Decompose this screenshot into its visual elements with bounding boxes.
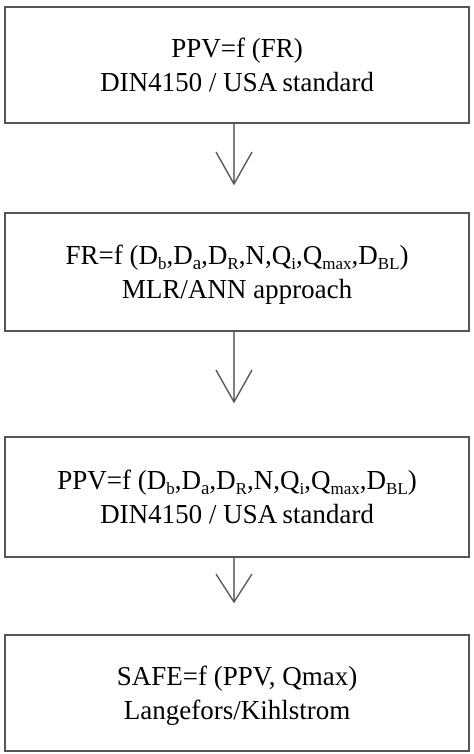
formula-part: ,N,Q [238, 240, 292, 270]
box-formula: FR=f (Db,Da,DR,N,Qi,Qmax,DBL) [65, 238, 409, 274]
process-box-fr-model: FR=f (Db,Da,DR,N,Qi,Qmax,DBL) MLR/ANN ap… [4, 212, 470, 332]
formula-subscript: i [291, 254, 296, 273]
down-arrow-icon [214, 330, 254, 436]
box-method: MLR/ANN approach [121, 274, 353, 304]
process-box-ppv-model: PPV=f (Db,Da,DR,N,Qi,Qmax,DBL) DIN4150 /… [4, 436, 470, 558]
formula-subscript: BL [377, 254, 400, 273]
formula-subscript: BL [386, 479, 408, 498]
box-formula: SAFE=f (PPV, Qmax) [116, 661, 358, 691]
box-formula: PPV=f (FR) [171, 33, 303, 63]
formula-subscript: b [157, 254, 167, 273]
box-method: Langefors/Kihlstrom [123, 695, 351, 725]
formula-part: ,Q [295, 240, 323, 270]
box-method: DIN4150 / USA standard [100, 499, 374, 529]
formula-prefix: PPV=f (D [57, 465, 167, 495]
formula-subscript: a [192, 253, 202, 274]
formula-part: ,D [166, 240, 193, 270]
formula-subscript: a [200, 478, 210, 499]
down-arrow-icon [214, 556, 254, 634]
process-box-ppv-fr: PPV=f (FR) DIN4150 / USA standard [4, 6, 470, 124]
formula-subscript: R [227, 254, 239, 273]
formula-part: ,D [174, 465, 201, 495]
formula-subscript: max [330, 479, 360, 498]
formula-prefix: FR=f (D [65, 240, 158, 270]
formula-part: ,D [359, 465, 387, 495]
process-box-safe: SAFE=f (PPV, Qmax) Langefors/Kihlstrom [4, 634, 470, 752]
formula-part: ,N,Q [247, 465, 300, 495]
formula-subscript: R [235, 479, 248, 498]
formula-part: ) [399, 240, 409, 270]
formula-subscript: max [322, 254, 352, 273]
formula-part: ,D [201, 240, 228, 270]
formula-subscript: b [166, 479, 175, 498]
down-arrow-icon [214, 122, 254, 212]
formula-subscript: i [299, 479, 305, 498]
box-formula: PPV=f (Db,Da,DR,N,Qi,Qmax,DBL) [57, 463, 417, 499]
formula-part: ) [407, 465, 417, 495]
box-method: DIN4150 / USA standard [100, 67, 374, 97]
formula-part: ,D [209, 465, 236, 495]
formula-part: ,Q [304, 465, 331, 495]
formula-part: ,D [351, 240, 378, 270]
